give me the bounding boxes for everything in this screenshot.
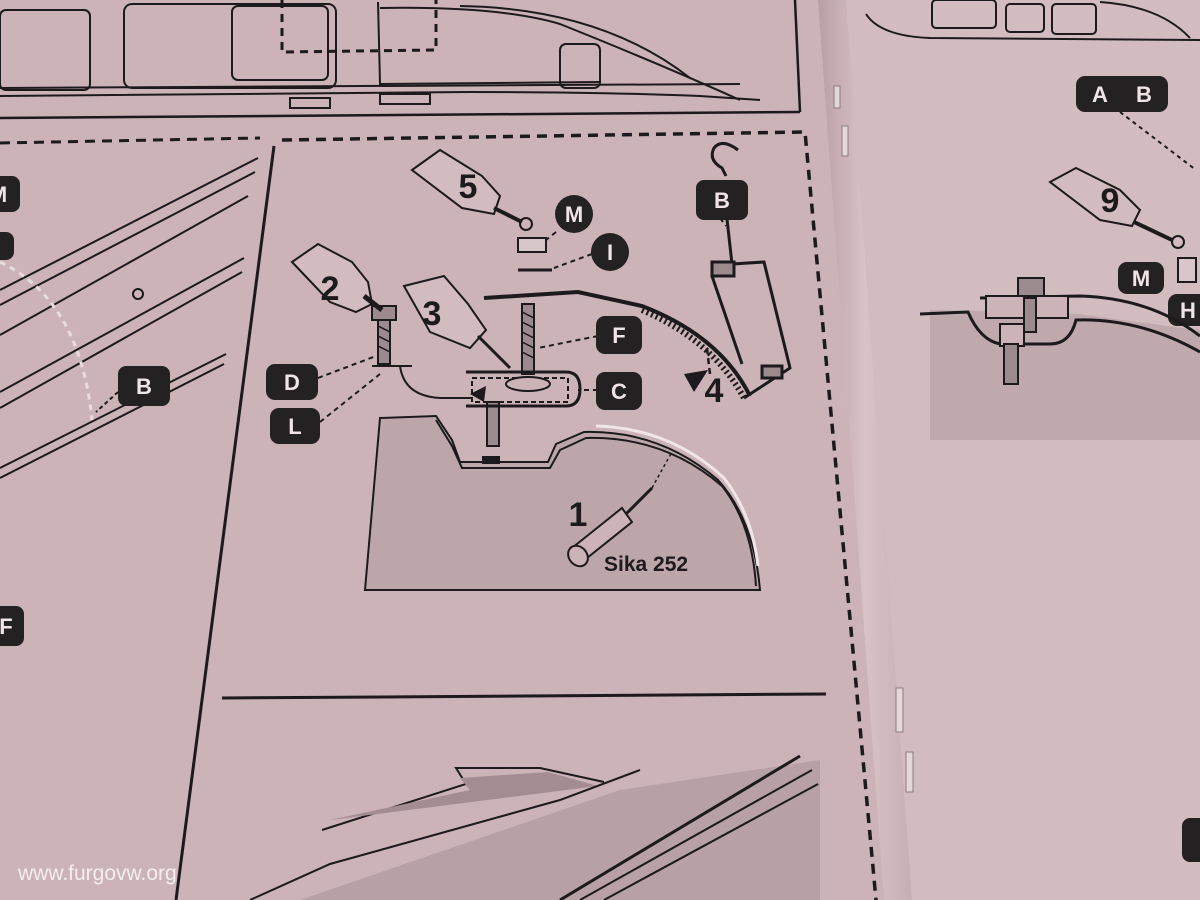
svg-text:L: L — [288, 414, 301, 439]
cable-line — [399, 365, 472, 399]
right-nut — [1177, 257, 1197, 283]
binding-staples — [833, 85, 914, 793]
step-5-number: 5 — [459, 168, 478, 206]
watermark: www.furgovw.org — [17, 862, 177, 885]
svg-text:M: M — [565, 202, 583, 227]
right-bracket-detail — [919, 277, 1200, 440]
bracket-c-assembly — [466, 303, 582, 447]
svg-text:F: F — [0, 614, 13, 639]
svg-text:D: D — [284, 370, 300, 395]
top-van-panel — [0, 0, 802, 120]
svg-text:B: B — [136, 374, 152, 399]
right-callout-ab: A B — [1076, 76, 1168, 112]
callout-i: I — [591, 233, 629, 271]
left-callout-f: F — [0, 606, 24, 646]
step-3-number: 3 — [423, 295, 442, 333]
right-van-illustration — [865, 0, 1200, 41]
svg-text:B: B — [1136, 82, 1152, 107]
callout-f: F — [596, 316, 642, 354]
left-callout-m: M — [0, 176, 20, 212]
main-panel-frame — [281, 130, 878, 900]
svg-text:I: I — [607, 240, 613, 265]
sealant-tube: 1 Sika 252 — [567, 451, 688, 576]
svg-text:F: F — [612, 323, 625, 348]
svg-text:M: M — [0, 182, 7, 207]
step-9-number: 9 — [1101, 182, 1120, 220]
callout-m: M — [555, 195, 593, 233]
svg-text:C: C — [611, 379, 627, 404]
hook-tool — [710, 142, 792, 400]
hand-step-5: 5 — [410, 148, 533, 231]
callout-b: B — [696, 180, 748, 220]
trim-strip: 4 — [483, 289, 752, 410]
svg-text:A: A — [1092, 82, 1108, 107]
page-fold — [818, 0, 912, 900]
left-callout-partial — [0, 232, 14, 260]
left-rail-panel: M B F — [0, 136, 276, 900]
hand-step-3: 3 — [402, 274, 512, 370]
right-hand-step-9: 9 — [1048, 166, 1185, 249]
product-label: Sika 252 — [604, 553, 688, 576]
hand-step-2: 2 — [290, 242, 384, 314]
step-1-number: 1 — [569, 496, 588, 534]
left-callout-b: B — [118, 366, 170, 406]
right-page — [830, 0, 1200, 900]
callout-d: D — [266, 364, 318, 400]
step-2-number: 2 — [321, 270, 340, 308]
right-callout-m: M — [1118, 262, 1164, 294]
right-callout-partial — [1182, 818, 1200, 862]
nut-m — [517, 237, 547, 253]
svg-text:H: H — [1180, 298, 1196, 323]
wheel-arch-panel — [363, 414, 762, 591]
step-4-arrow — [684, 370, 708, 392]
svg-text:B: B — [714, 188, 730, 213]
callout-c: C — [596, 372, 642, 410]
right-callout-h: H — [1168, 294, 1200, 326]
bottom-roof-rail-illustration — [249, 754, 820, 900]
svg-text:M: M — [1132, 266, 1150, 291]
panel-divider — [221, 692, 827, 700]
step-4-number: 4 — [705, 372, 724, 410]
callout-l: L — [270, 408, 320, 444]
